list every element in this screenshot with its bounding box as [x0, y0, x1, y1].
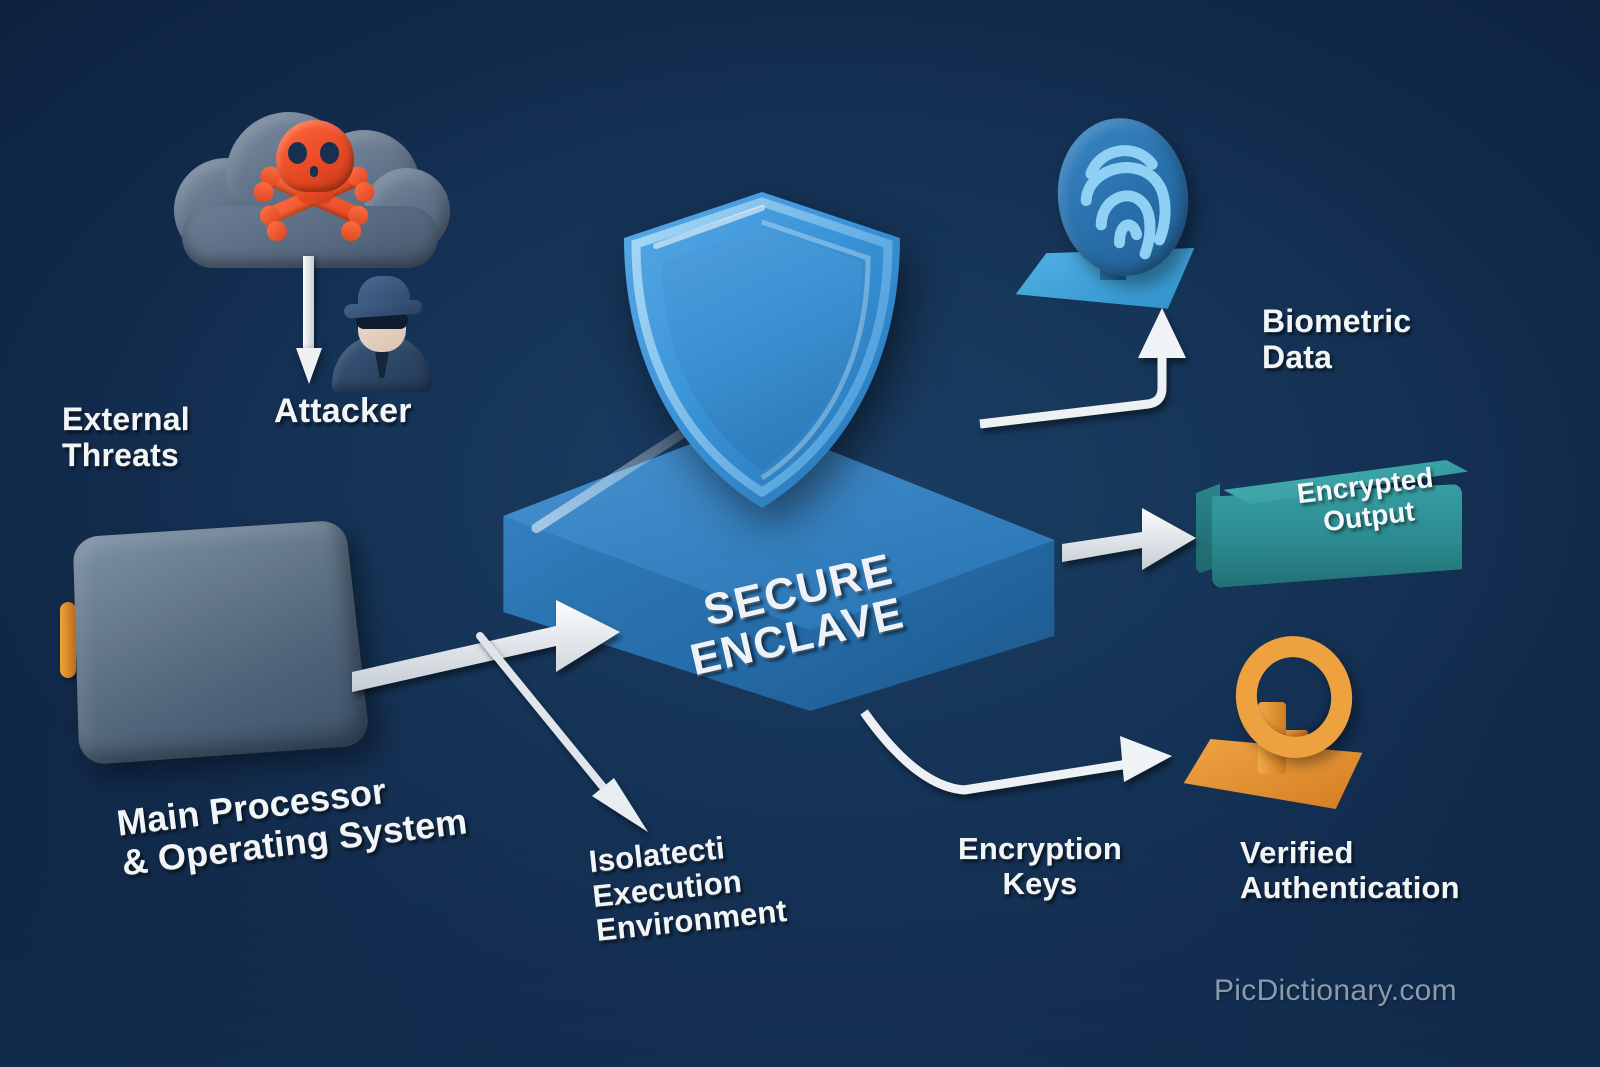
chip-body: [72, 519, 371, 766]
fingerprint-icon: [1000, 108, 1212, 320]
fingerprint-disc: [1048, 110, 1198, 284]
skull-crossbones-icon: [250, 120, 378, 250]
key-shaft: [1258, 702, 1286, 774]
chip-pin: [60, 602, 76, 678]
label-verified-authentication: Verified Authentication: [1240, 835, 1460, 905]
skull-eye-right: [320, 142, 339, 164]
processor-chip-icon: [56, 516, 386, 786]
label-isolated-execution-environment: Isolatecti Execution Environment: [587, 830, 789, 949]
arrow-cloud-to-attacker: [296, 256, 322, 384]
attacker-person-icon: [320, 272, 446, 392]
shield-icon: [624, 192, 900, 508]
key-tooth: [1284, 730, 1308, 748]
encrypted-output-box: [1196, 460, 1468, 590]
label-biometric-data: Biometric Data: [1262, 303, 1412, 375]
threat-cloud-skull-icon: [168, 96, 450, 276]
skull-nose: [310, 166, 318, 177]
skull-eye-left: [288, 142, 307, 164]
label-external-threats: External Threats: [62, 401, 190, 473]
key-icon: [1176, 625, 1376, 816]
label-attacker: Attacker: [274, 392, 412, 430]
arrow-enclave-to-encrypted: [1062, 508, 1196, 570]
attacker-hat-brim: [343, 299, 423, 319]
watermark: PicDictionary.com: [1214, 974, 1457, 1007]
label-encryption-keys: Encryption Keys: [958, 831, 1122, 901]
